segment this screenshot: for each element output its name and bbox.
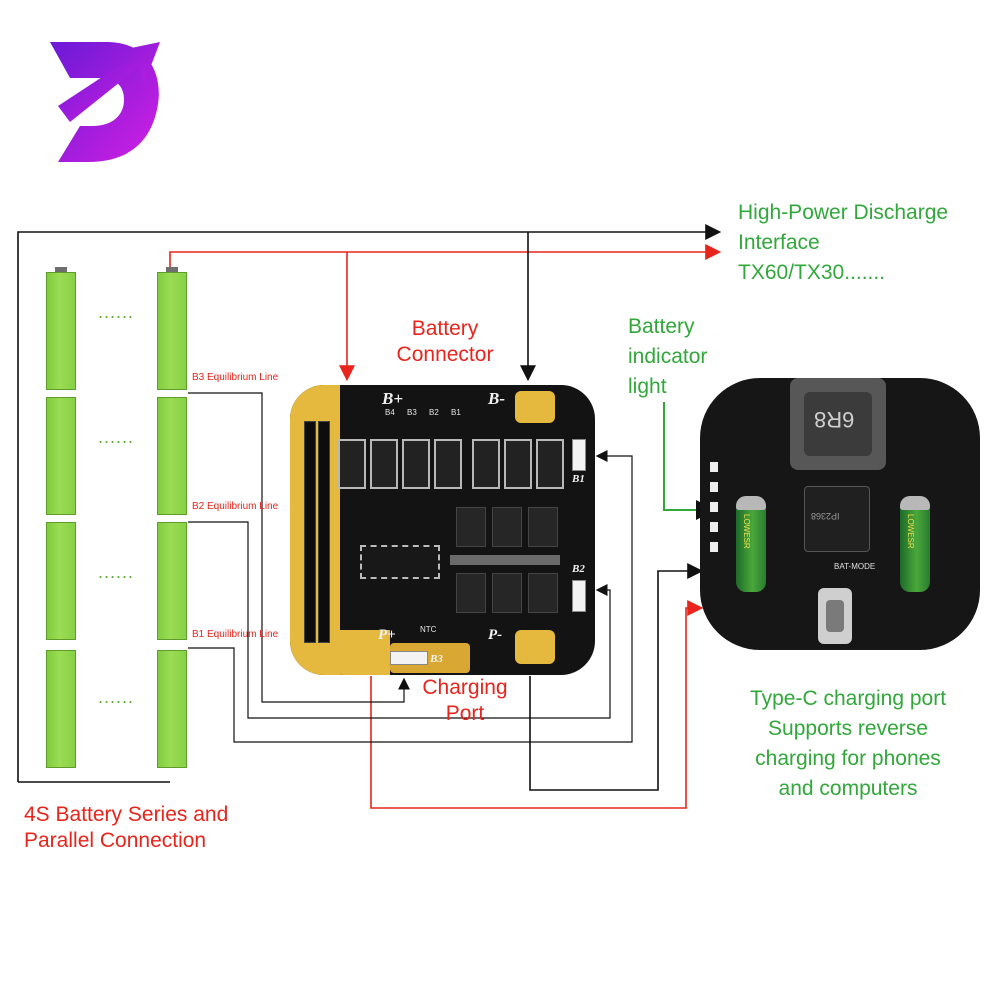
discharge-interface-label: High-Power Discharge Interface TX60/TX30… xyxy=(738,201,949,284)
battery-cell xyxy=(46,522,76,640)
battery-cell xyxy=(157,397,187,515)
battery-cell xyxy=(46,650,76,768)
tap-label: B1 xyxy=(451,408,461,417)
battery-cell xyxy=(46,397,76,515)
battery-cell xyxy=(157,267,187,390)
typec-charger-board: 6R8 IP2368 BAT-MODE LOWESR LOWESR xyxy=(700,378,980,650)
bat-mode-label: BAT-MODE xyxy=(834,562,876,571)
b2-silkscreen: B2 xyxy=(572,563,585,575)
b3-silkscreen: B3 xyxy=(430,653,443,665)
series-parallel-label: 4S Battery Series and Parallel Connectio… xyxy=(24,803,229,852)
charger-ic: IP2368 xyxy=(804,486,870,552)
b3-connector xyxy=(390,651,428,665)
b3-equilibrium-label: B3 Equilibrium Line xyxy=(192,372,279,383)
brand-logo xyxy=(50,42,160,162)
b-minus-silkscreen: B- xyxy=(488,389,505,408)
p-minus-silkscreen: P- xyxy=(488,627,503,643)
b1-connector xyxy=(572,439,586,471)
parallel-dots: ...... xyxy=(98,687,135,707)
b-minus-pad xyxy=(515,391,555,423)
parallel-dots: ...... xyxy=(98,562,135,582)
battery-indicator-label: Battery indicator light xyxy=(628,315,708,398)
tap-label: B4 xyxy=(385,408,395,417)
battery-cell xyxy=(157,650,187,768)
battery-cell xyxy=(46,267,76,390)
capacitor-left: LOWESR xyxy=(736,496,766,592)
indicator-led xyxy=(710,462,718,472)
b2-connector xyxy=(572,580,586,612)
ntc-label: NTC xyxy=(420,625,437,634)
b2-equilibrium-label: B2 Equilibrium Line xyxy=(192,501,279,512)
indicator-led xyxy=(710,522,718,532)
b1-silkscreen: B1 xyxy=(572,473,585,485)
b-plus-silkscreen: B+ xyxy=(382,389,404,408)
parallel-dots: ...... xyxy=(98,427,135,447)
capacitor-right: LOWESR xyxy=(900,496,930,592)
parallel-dots: ...... xyxy=(98,302,135,322)
typec-port-label: Type-C charging port Supports reverse ch… xyxy=(749,687,947,800)
indicator-led xyxy=(710,542,718,552)
p-plus-silkscreen: P+ xyxy=(378,627,396,643)
indicator-led xyxy=(710,502,718,512)
b1-equilibrium-label: B1 Equilibrium Line xyxy=(192,629,279,640)
inductor-code: 6R8 xyxy=(814,407,855,432)
battery-cell xyxy=(157,522,187,640)
charging-port-label: Charging Port xyxy=(422,676,508,725)
indicator-led xyxy=(710,482,718,492)
bms-ic xyxy=(360,545,440,579)
tap-label: B3 xyxy=(407,408,417,417)
tap-label: B2 xyxy=(429,408,439,417)
inductor: 6R8 xyxy=(790,378,886,470)
bms-protection-board: B+ B- P+ P- B1 B2 B3 B4 B3 B2 B1 NTC xyxy=(290,385,595,675)
typec-port xyxy=(818,588,852,644)
p-minus-pad xyxy=(515,630,555,664)
battery-connector-label: Battery Connector xyxy=(396,317,494,366)
